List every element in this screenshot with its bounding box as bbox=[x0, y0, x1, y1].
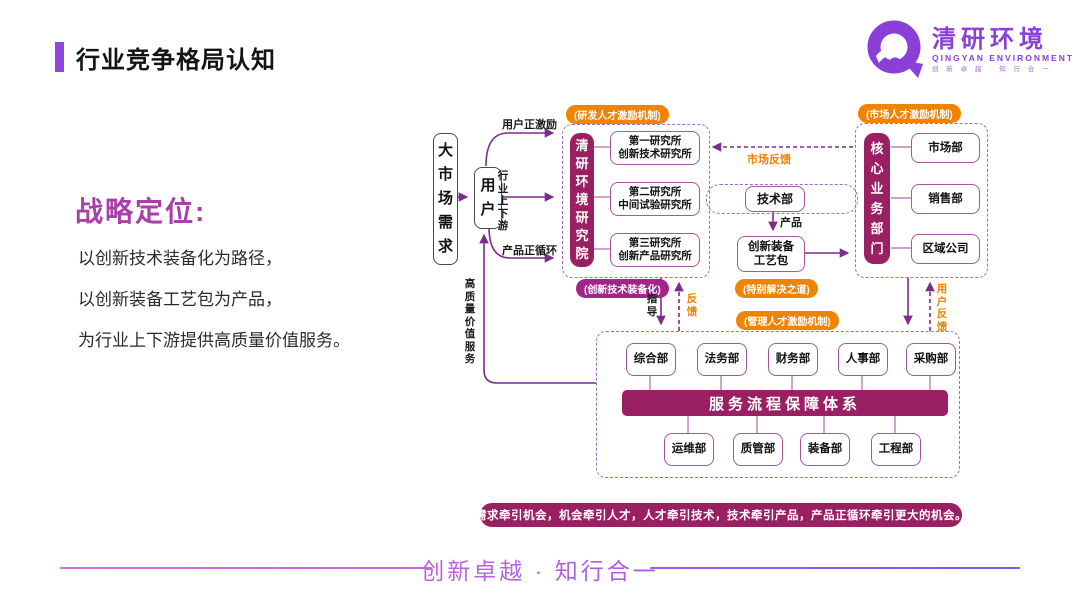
label-product-cycle: 产品正循环 bbox=[502, 245, 557, 257]
summary-banner: 需求牵引机会，机会牵引人才，人才牵引技术，技术牵引产品，产品正循环牵引更大的机会… bbox=[475, 503, 967, 527]
service-group-container bbox=[596, 331, 960, 478]
logo-q-tail bbox=[902, 60, 923, 78]
tag-equipment-path: (创新技术装备化) bbox=[576, 279, 669, 298]
footer-divider-left bbox=[60, 567, 432, 569]
node-institute-3: 第三研究所 创新产品研究所 bbox=[610, 233, 700, 267]
label-guidance: 指导 bbox=[646, 293, 658, 318]
thin-connectors bbox=[594, 146, 931, 433]
title-accent-bar bbox=[55, 42, 64, 72]
strategy-heading: 战略定位: bbox=[75, 196, 207, 227]
node-finance-dept: 财务部 bbox=[768, 343, 818, 376]
node-regional-company: 区域公司 bbox=[911, 234, 980, 264]
node-general-dept: 综合部 bbox=[626, 343, 676, 376]
node-institute-2: 第二研究所 中间试验研究所 bbox=[610, 182, 700, 216]
node-procurement-dept: 采购部 bbox=[906, 343, 956, 376]
logo-name-cn: 清研环境 bbox=[932, 26, 1048, 54]
node-tech-dept: 技术部 bbox=[745, 186, 805, 212]
label-feedback: 反馈 bbox=[686, 293, 698, 318]
footer-slogan: 创新卓越 · 知行合一 bbox=[0, 552, 1080, 586]
tag-management-incentive: (管理人才激励机制) bbox=[736, 311, 839, 330]
label-user-incentive: 用户正激励 bbox=[502, 119, 557, 131]
tag-research-incentive: (研发人才激励机制) bbox=[566, 105, 669, 124]
logo-q-icon bbox=[867, 20, 923, 78]
tag-market-incentive: (市场人才激励机制) bbox=[858, 104, 961, 123]
label-product: 产品 bbox=[780, 217, 802, 229]
arrow-product-cycle bbox=[488, 226, 555, 263]
business-group-container bbox=[855, 123, 988, 278]
label-industry-chain: 行业上下游 bbox=[497, 170, 509, 232]
node-equipment-dept: 装备部 bbox=[800, 433, 850, 466]
tag-special-solution: (特别解决之道) bbox=[735, 279, 818, 298]
label-hq-value-service: 高质量价值服务 bbox=[464, 278, 476, 365]
node-engineering-dept: 工程部 bbox=[871, 433, 921, 466]
arrow-user-incentive bbox=[485, 128, 555, 167]
node-package: 创新装备 工艺包 bbox=[737, 236, 805, 272]
node-quality-dept: 质管部 bbox=[733, 433, 783, 466]
page-title: 行业竞争格局认知 bbox=[76, 47, 276, 74]
label-market-feedback: 市场反馈 bbox=[747, 154, 791, 166]
strategy-paragraph: 以创新技术装备化为路径， 以创新装备工艺包为产品， 为行业上下游提供高质量价值服… bbox=[78, 238, 350, 361]
node-user: 用户 bbox=[474, 167, 502, 229]
strategy-line-3: 为行业上下游提供高质量价值服务。 bbox=[78, 331, 350, 350]
node-sales-dept: 销售部 bbox=[911, 184, 980, 214]
node-legal-dept: 法务部 bbox=[697, 343, 747, 376]
node-market-demand: 大市场需求 bbox=[433, 133, 458, 265]
pillar-core-business: 核心业务部门 bbox=[864, 133, 890, 264]
node-marketing-dept: 市场部 bbox=[911, 133, 980, 163]
pillar-research-institute: 清研环境研究院 bbox=[570, 133, 594, 267]
node-operations-dept: 运维部 bbox=[664, 433, 714, 466]
company-logo: 清研环境 QINGYAN ENVIRONMENT 创 新 卓 越 · 知 行 合… bbox=[866, 20, 1074, 80]
logo-name-en: QINGYAN ENVIRONMENT bbox=[932, 53, 1075, 64]
footer-divider-right bbox=[650, 567, 1020, 569]
strategy-line-1: 以创新技术装备化为路径， bbox=[78, 249, 282, 268]
label-user-feedback: 用户反馈 bbox=[936, 283, 948, 333]
logo-wave-2 bbox=[888, 57, 903, 67]
logo-wave-1 bbox=[876, 49, 899, 63]
strategy-line-2: 以创新装备工艺包为产品， bbox=[78, 290, 282, 309]
node-hr-dept: 人事部 bbox=[838, 343, 888, 376]
logo-tagline: 创 新 卓 越 · 知 行 合 一 bbox=[932, 65, 1052, 73]
service-process-bar: 服务流程保障体系 bbox=[622, 390, 948, 416]
tech-dept-link-container bbox=[706, 184, 858, 214]
arrow-hq-value-service bbox=[479, 233, 596, 384]
node-institute-1: 第一研究所 创新技术研究所 bbox=[610, 131, 700, 165]
